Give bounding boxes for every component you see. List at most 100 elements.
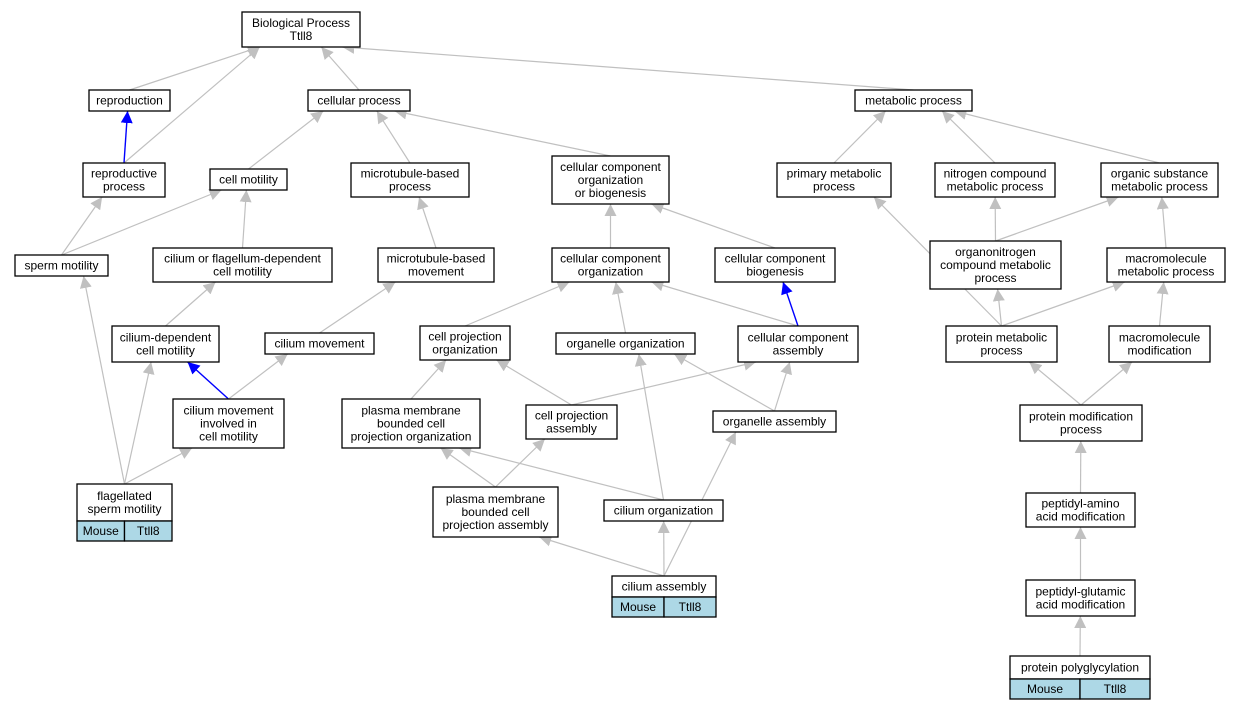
edge-mt_based_movement-to-mt_based_process <box>417 196 437 249</box>
edge-organic_substance-to-metabolic_process <box>954 108 1160 164</box>
edge-cilium_org-to-organelle_org <box>634 353 665 501</box>
edge-ccob-to-cellular_process <box>394 107 611 157</box>
node-sperm_motility[interactable]: sperm motility <box>14 254 109 277</box>
node-label-line: microtubule-based <box>387 252 486 266</box>
node-label-line: organelle organization <box>566 337 684 351</box>
gene-tag: Ttll8 <box>1104 682 1127 696</box>
node-label-line: protein polyglycylation <box>1021 661 1139 675</box>
node-label-line: protein metabolic <box>956 331 1047 345</box>
node-box <box>551 155 670 205</box>
node-box <box>555 332 696 355</box>
node-label-line: organonitrogen <box>955 245 1036 259</box>
node-organelle_org[interactable]: organelle organization <box>555 332 696 355</box>
edge-flagellated_sperm-to-sperm_motility <box>79 275 126 485</box>
edge-cell_motility-to-cellular_process <box>248 110 324 170</box>
edge-cell_proj_assembly-to-cell_proj_org <box>496 359 572 406</box>
node-cell_motility[interactable]: cell motility <box>209 168 288 191</box>
node-label-line: Biological Process <box>252 16 350 30</box>
node-label-line: involved in <box>200 417 257 431</box>
edge-mt_based_process-to-cellular_process <box>376 110 411 164</box>
node-box <box>1106 247 1226 283</box>
edge-organelle_org-to-cc_organization <box>612 281 627 334</box>
node-box <box>307 89 411 112</box>
organism-tag: Mouse <box>1027 682 1063 696</box>
node-label-line: reproduction <box>96 94 163 108</box>
node-box <box>551 247 670 283</box>
tag-cell <box>1079 678 1151 700</box>
node-label-line: sperm motility <box>24 259 98 273</box>
node-label-line: cilium movement <box>183 404 274 418</box>
node-box <box>82 162 166 198</box>
node-label-line: primary metabolic <box>787 167 882 181</box>
edge-sperm_motility-to-reproductive_process <box>61 196 103 256</box>
node-box <box>1019 404 1143 442</box>
edge-cell_proj_assembly-to-cc_assembly <box>571 358 757 406</box>
edge-sperm_motility-to-cell_motility <box>61 188 222 256</box>
node-label-line: cellular component <box>725 252 826 266</box>
node-label-line: projection assembly <box>442 518 548 532</box>
node-label-line: acid modification <box>1036 510 1125 524</box>
edge-flagellated_sperm-to-cilium_movement_motility <box>124 447 193 485</box>
node-metabolic_process[interactable]: metabolic process <box>854 89 973 112</box>
edge-cc_assembly-to-cc_biogenesis <box>781 281 799 327</box>
node-cilium_org[interactable]: cilium organization <box>603 499 724 522</box>
node-box <box>264 332 375 355</box>
node-box <box>1025 492 1136 528</box>
node-label-line: compound metabolic <box>940 258 1051 272</box>
node-label-line: cellular component <box>748 331 849 345</box>
node-label-line: organic substance <box>1111 167 1209 181</box>
node-label-line: metabolic process <box>865 94 962 108</box>
node-organelle_assembly[interactable]: organelle assembly <box>712 410 837 433</box>
node-box <box>341 398 481 449</box>
node-label-line: bounded cell <box>377 417 445 431</box>
node-box <box>241 11 361 48</box>
node-label-line: organization <box>578 173 643 187</box>
node-label-line: plasma membrane <box>361 404 461 418</box>
edge-reproductive_process-to-bp <box>123 46 261 164</box>
edge-primary_metabolic-to-metabolic_process <box>833 110 887 164</box>
node-box <box>737 325 859 363</box>
node-label-line: biogenesis <box>746 265 803 279</box>
gene-tag: Ttll8 <box>679 600 702 614</box>
node-reproduction[interactable]: reproduction <box>88 89 171 112</box>
node-cellular_process[interactable]: cellular process <box>307 89 411 112</box>
edge-cc_assembly-to-cc_organization <box>651 279 799 327</box>
edge-pm_bounded_assembly-to-pm_bounded_org <box>440 447 496 488</box>
node-label-line: assembly <box>773 344 824 358</box>
node-label-line: peptidyl-amino <box>1041 497 1119 511</box>
edge-organelle_assembly-to-organelle_org <box>673 353 775 412</box>
node-box <box>350 162 470 198</box>
edge-cilium_movement_motility-to-cilium_dep_motility <box>187 361 229 400</box>
node-cilium_movement[interactable]: cilium movement <box>264 332 375 355</box>
organism-tag: Mouse <box>620 600 656 614</box>
